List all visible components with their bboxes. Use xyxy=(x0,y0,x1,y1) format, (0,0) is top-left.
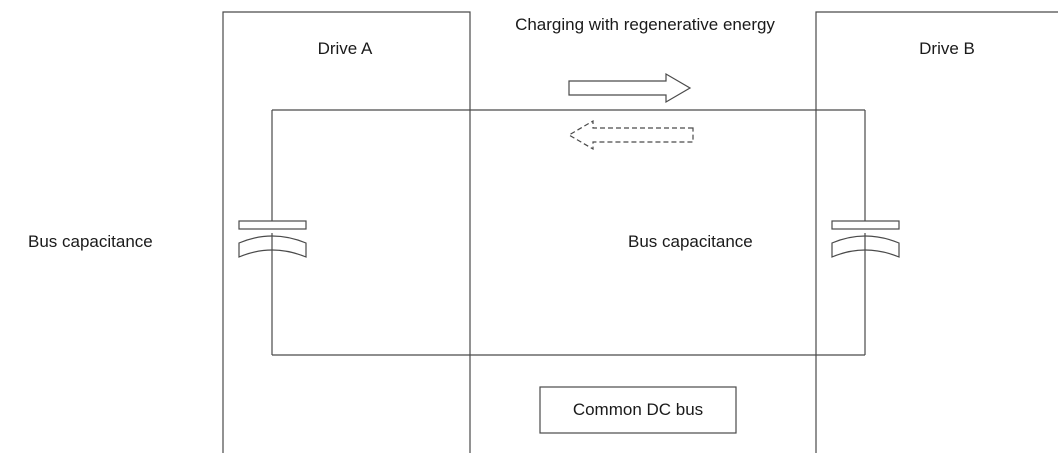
energy-flow-label: Charging with regenerative energy xyxy=(515,15,775,34)
arrow-right-solid xyxy=(568,72,692,104)
drive-b-label: Drive B xyxy=(919,39,975,58)
drive-a-label: Drive A xyxy=(317,39,373,58)
common-dc-bus-label: Common DC bus xyxy=(572,400,704,419)
arrow-left-dashed xyxy=(567,119,694,151)
capacitor-a-symbol xyxy=(238,220,307,258)
capacitor-a-label: Bus capacitance xyxy=(28,232,153,251)
common-dc-bus-box xyxy=(539,386,737,434)
drive-b-box xyxy=(815,11,1058,453)
capacitor-b-symbol xyxy=(831,220,900,258)
capacitor-b-label: Bus capacitance xyxy=(628,232,753,251)
drive-a-box xyxy=(222,11,471,453)
